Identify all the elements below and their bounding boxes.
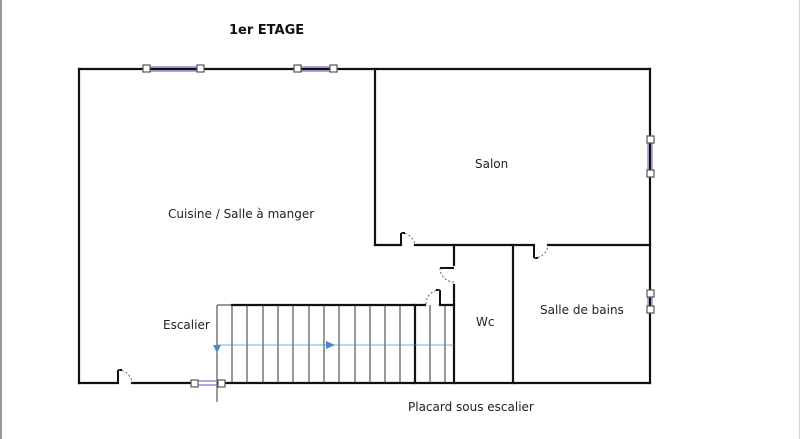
room-label-salon: Salon xyxy=(475,157,509,171)
door-stubs xyxy=(117,232,538,383)
stairs xyxy=(216,304,446,402)
room-label-placard: Placard sous escalier xyxy=(408,400,534,414)
windows xyxy=(142,64,655,388)
room-label-wc: Wc xyxy=(476,315,495,329)
room-label-cuisine: Cuisine / Salle à manger xyxy=(168,207,315,221)
walls xyxy=(77,67,652,385)
page-left-border xyxy=(0,0,2,439)
stair-direction-arrow xyxy=(213,341,454,353)
floor-title: 1er ETAGE xyxy=(229,23,305,38)
door-swings xyxy=(117,232,549,384)
room-label-salle-de-bains: Salle de bains xyxy=(540,303,624,317)
room-label-escalier: Escalier xyxy=(163,318,210,332)
